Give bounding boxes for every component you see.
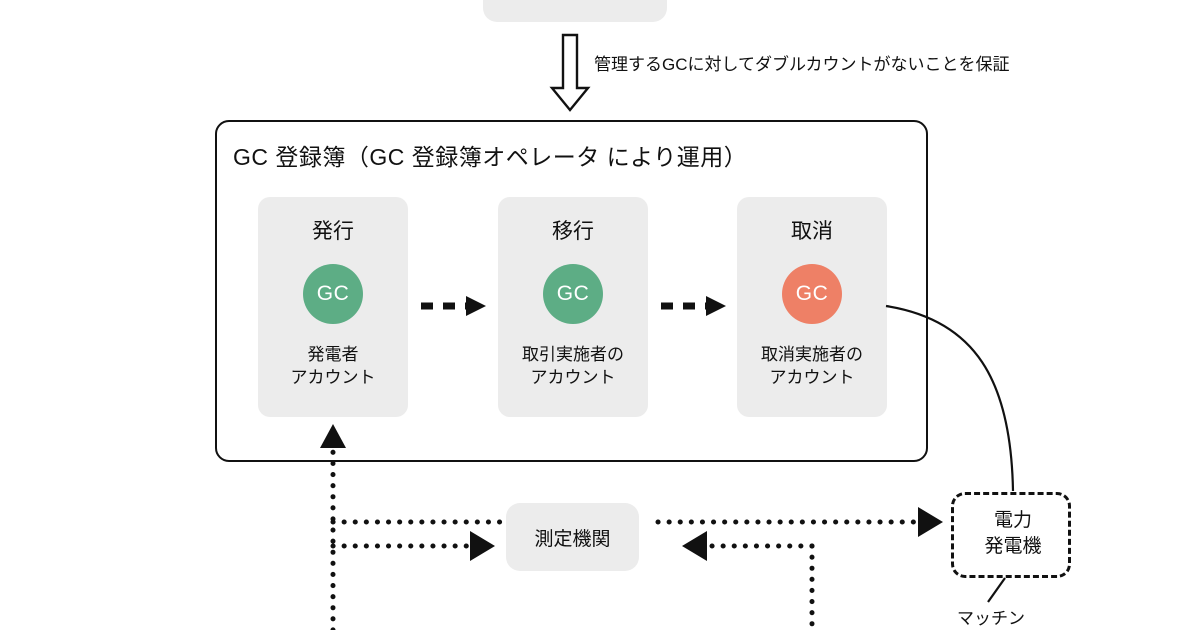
card-account-label: 取消実施者の アカウント [761,345,863,387]
dotted-arrow-measurement-to-matching [655,507,943,537]
gc-registry-title: GC 登録簿（GC 登録簿オペレータ により運用） [233,144,748,170]
registry-card-cancel: 取消 GC 取消実施者の アカウント [737,197,887,417]
matching-caption: マッチン [957,609,1025,628]
dotted-arrow-to-measurement [330,531,495,561]
matching-leader-line [987,577,1006,603]
card-title: 移行 [552,220,594,243]
gc-token-label: GC [556,282,590,305]
registry-card-issue: 発行 GC 発電者 アカウント [258,197,408,417]
registry-card-transfer: 移行 GC 取引実施者の アカウント [498,197,648,417]
top-arrow-caption: 管理するGCに対してダブルカウントがないことを保証 [594,55,1010,74]
gc-token-icon: GC [782,264,842,324]
matching-dashed-box [951,492,1071,578]
top-partial-box [483,0,667,22]
card-title: 取消 [791,220,833,243]
matching-box-label: 電力 発電機 [984,510,1042,557]
gc-token-label: GC [795,282,829,305]
dotted-arrow-right-to-measurement [682,531,815,561]
card-account-label: 取引実施者の アカウント [522,345,624,387]
card-title: 発行 [312,220,354,243]
card-account-label: 発電者 アカウント [290,345,376,387]
measurement-body-label: 測定機関 [534,528,611,550]
gc-token-icon: GC [303,264,363,324]
measurement-body-box: 測定機関 [506,503,639,571]
double-count-arrow-icon [549,33,591,112]
gc-token-label: GC [316,282,350,305]
gc-registry-box [215,120,928,462]
gc-token-icon: GC [543,264,603,324]
